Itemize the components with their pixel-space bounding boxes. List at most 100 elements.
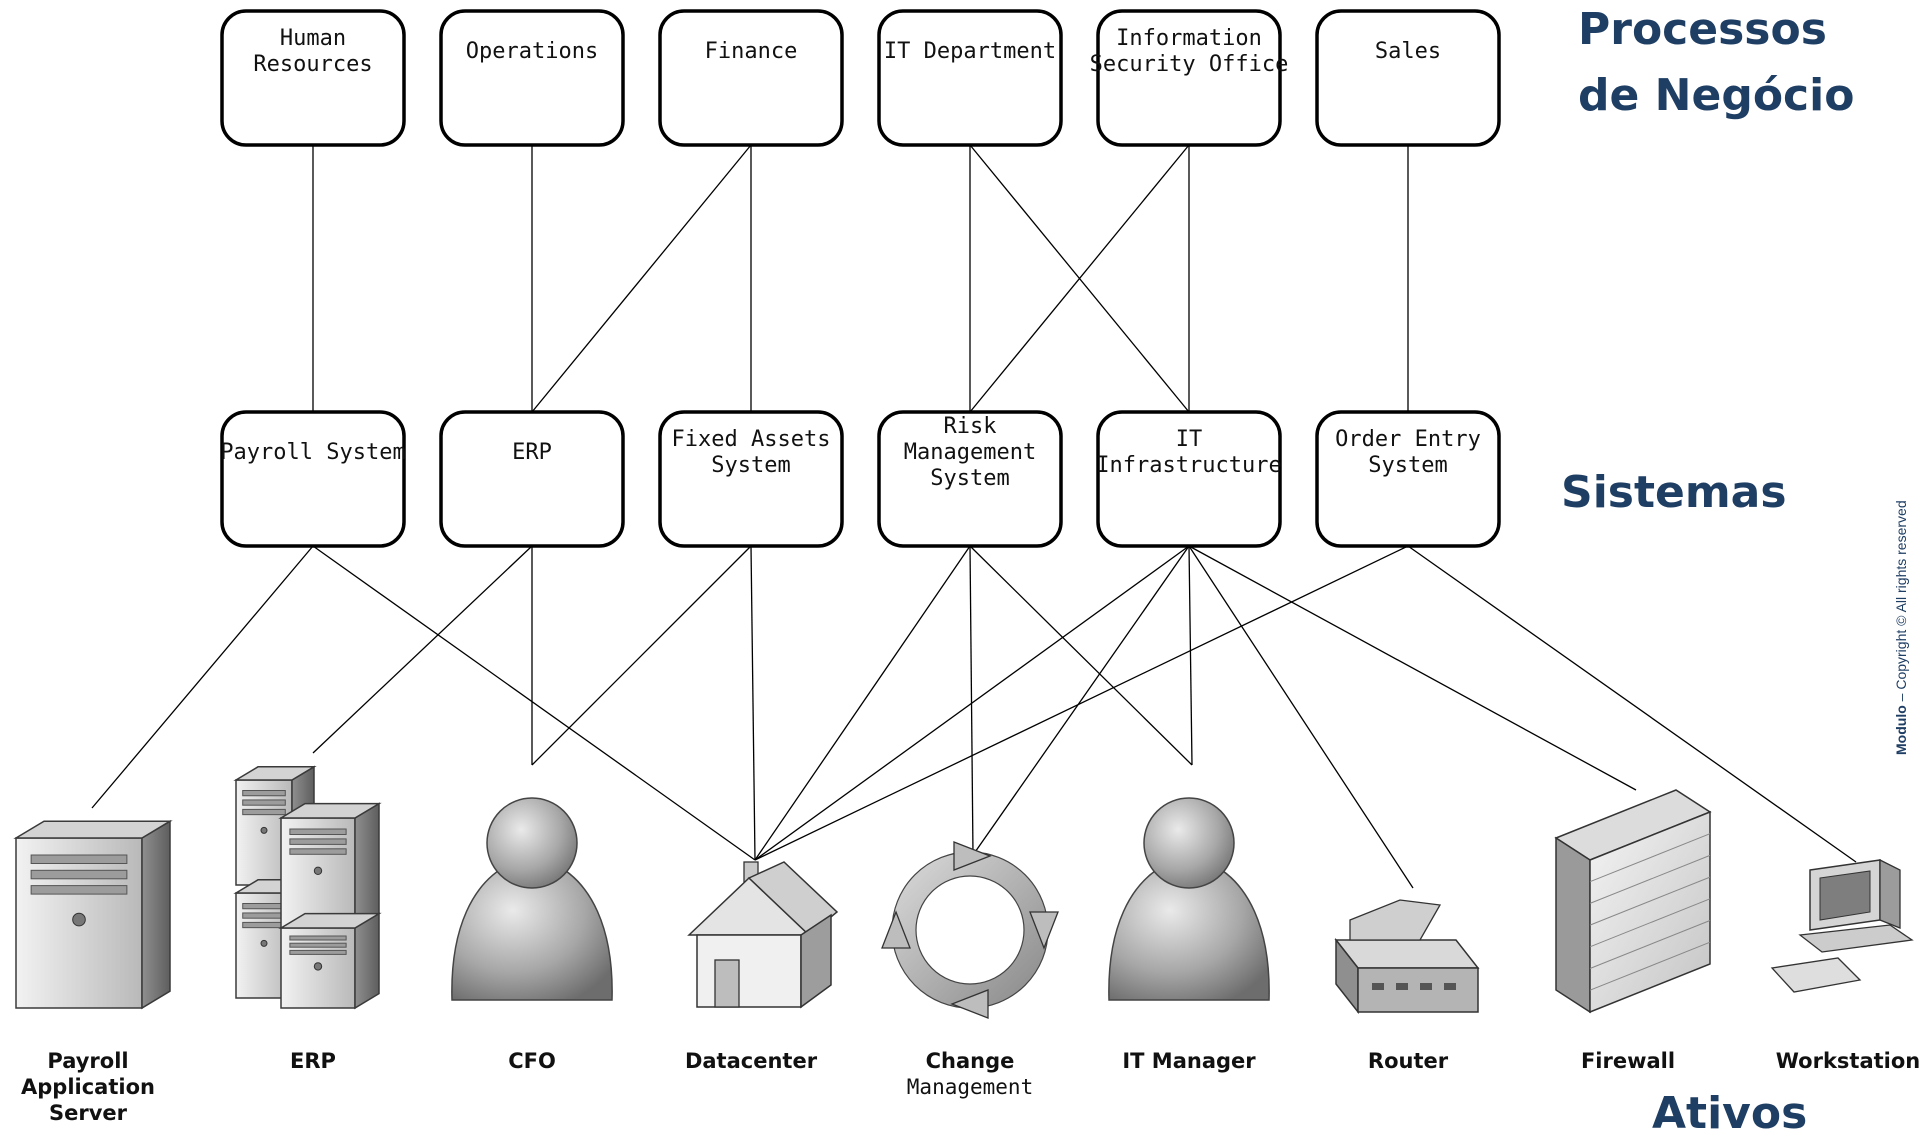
system-label: System (930, 466, 1009, 491)
workstation-icon[interactable]: Workstation (1770, 858, 1921, 1073)
section-title-assets: Ativos (1652, 1088, 1807, 1134)
process-label: Resources (253, 52, 372, 77)
house-side-wall (800, 913, 832, 1009)
server-top (278, 802, 382, 819)
asset-label: Datacenter (685, 1049, 818, 1073)
system-label: ERP (512, 440, 552, 465)
process-sales[interactable]: Sales (1315, 9, 1501, 147)
process-ops[interactable]: Operations (439, 9, 625, 147)
process-box (439, 9, 625, 147)
copyright-text: – Copyright © All rights reserved (1893, 500, 1909, 705)
system-label: Fixed Assets (672, 427, 831, 452)
brick-row (1589, 833, 1711, 883)
person-head (1143, 797, 1235, 889)
process-fin[interactable]: Finance (658, 9, 844, 147)
server-side (141, 819, 171, 1010)
power-led (260, 939, 268, 947)
power-led (260, 826, 268, 834)
drive-bay (242, 799, 286, 806)
asset-label: Workstation (1776, 1049, 1921, 1073)
edge-itinfra-itmanager (1188, 545, 1193, 766)
firewall-brick-icon[interactable]: Firewall (1554, 789, 1712, 1073)
asset-label: CFO (508, 1049, 556, 1073)
brick-row (1589, 920, 1711, 969)
house-icon[interactable]: Datacenter (685, 861, 839, 1073)
power-led (313, 866, 323, 875)
monitor-screen (1819, 870, 1871, 921)
server-side (354, 912, 380, 1010)
edge-payroll-datacenter (312, 545, 756, 861)
system-label: System (711, 453, 790, 478)
asset-label: ERP (290, 1049, 336, 1073)
brick-row (1589, 876, 1711, 926)
system-erp[interactable]: ERP (439, 410, 625, 548)
server-top (278, 912, 382, 929)
section-title-processes-line2: de Negócio (1578, 70, 1854, 121)
cycle-ring (892, 852, 1048, 1008)
brick-row (1589, 898, 1711, 948)
system-box (439, 410, 625, 548)
drive-bay (242, 903, 286, 910)
cycle-arrowhead (950, 989, 989, 1019)
system-box (877, 410, 1063, 548)
system-label: Infrastructure (1096, 453, 1281, 478)
drive-bay (30, 854, 128, 864)
firewall-face (1589, 810, 1711, 1014)
process-it[interactable]: IT Department (877, 9, 1063, 147)
process-box (1096, 9, 1282, 147)
cycle-ring-inner (915, 875, 1025, 985)
section-title-processes-line1: Processos (1578, 4, 1827, 55)
process-label: Finance (705, 39, 798, 64)
server-cluster-icon[interactable]: ERP (233, 765, 382, 1073)
edge-risk-change (969, 545, 974, 856)
roof-side (747, 861, 839, 937)
router-front (1357, 967, 1479, 1013)
edge-itinfra-change (972, 545, 1190, 856)
router-port (1420, 983, 1432, 990)
process-box (877, 9, 1063, 147)
connection-lines (91, 144, 1857, 889)
drive-bay (242, 912, 286, 919)
system-label: Management (904, 440, 1036, 465)
edge-payroll-payroll_server (91, 545, 314, 809)
system-box (1096, 410, 1282, 548)
copyright-notice: Modulo – Copyright © All rights reserved (1893, 500, 1909, 755)
process-box (220, 9, 406, 147)
person-icon[interactable]: CFO (451, 797, 613, 1073)
person-head (486, 797, 578, 889)
cycle-arrowhead (881, 910, 911, 949)
person-icon[interactable]: IT Manager (1108, 797, 1270, 1073)
power-led (72, 912, 86, 927)
system-box (658, 410, 844, 548)
system-payroll[interactable]: Payroll System (220, 410, 406, 548)
asset-label: Change (926, 1049, 1015, 1073)
edge-fixed-cfo (531, 545, 752, 766)
process-label: Security Office (1090, 52, 1289, 77)
router-top (1334, 939, 1480, 969)
router-icon[interactable]: Router (1334, 899, 1480, 1073)
server-side (354, 802, 380, 930)
edge-itinfra-datacenter (754, 545, 1190, 861)
asset-label: Server (49, 1101, 128, 1125)
process-label: IT Department (884, 39, 1056, 64)
asset-label: Application (21, 1075, 155, 1099)
asset-label: Firewall (1581, 1049, 1675, 1073)
edge-erp-erp_servers (312, 545, 533, 754)
edge-iso-risk (969, 144, 1190, 413)
drive-bay (30, 869, 128, 880)
brick-row (1589, 941, 1711, 991)
edge-fixed-datacenter (750, 545, 756, 861)
cycle-arrowhead (1029, 911, 1059, 950)
edge-itinfra-router (1188, 545, 1414, 889)
process-label: Operations (466, 39, 598, 64)
system-box (220, 410, 406, 548)
